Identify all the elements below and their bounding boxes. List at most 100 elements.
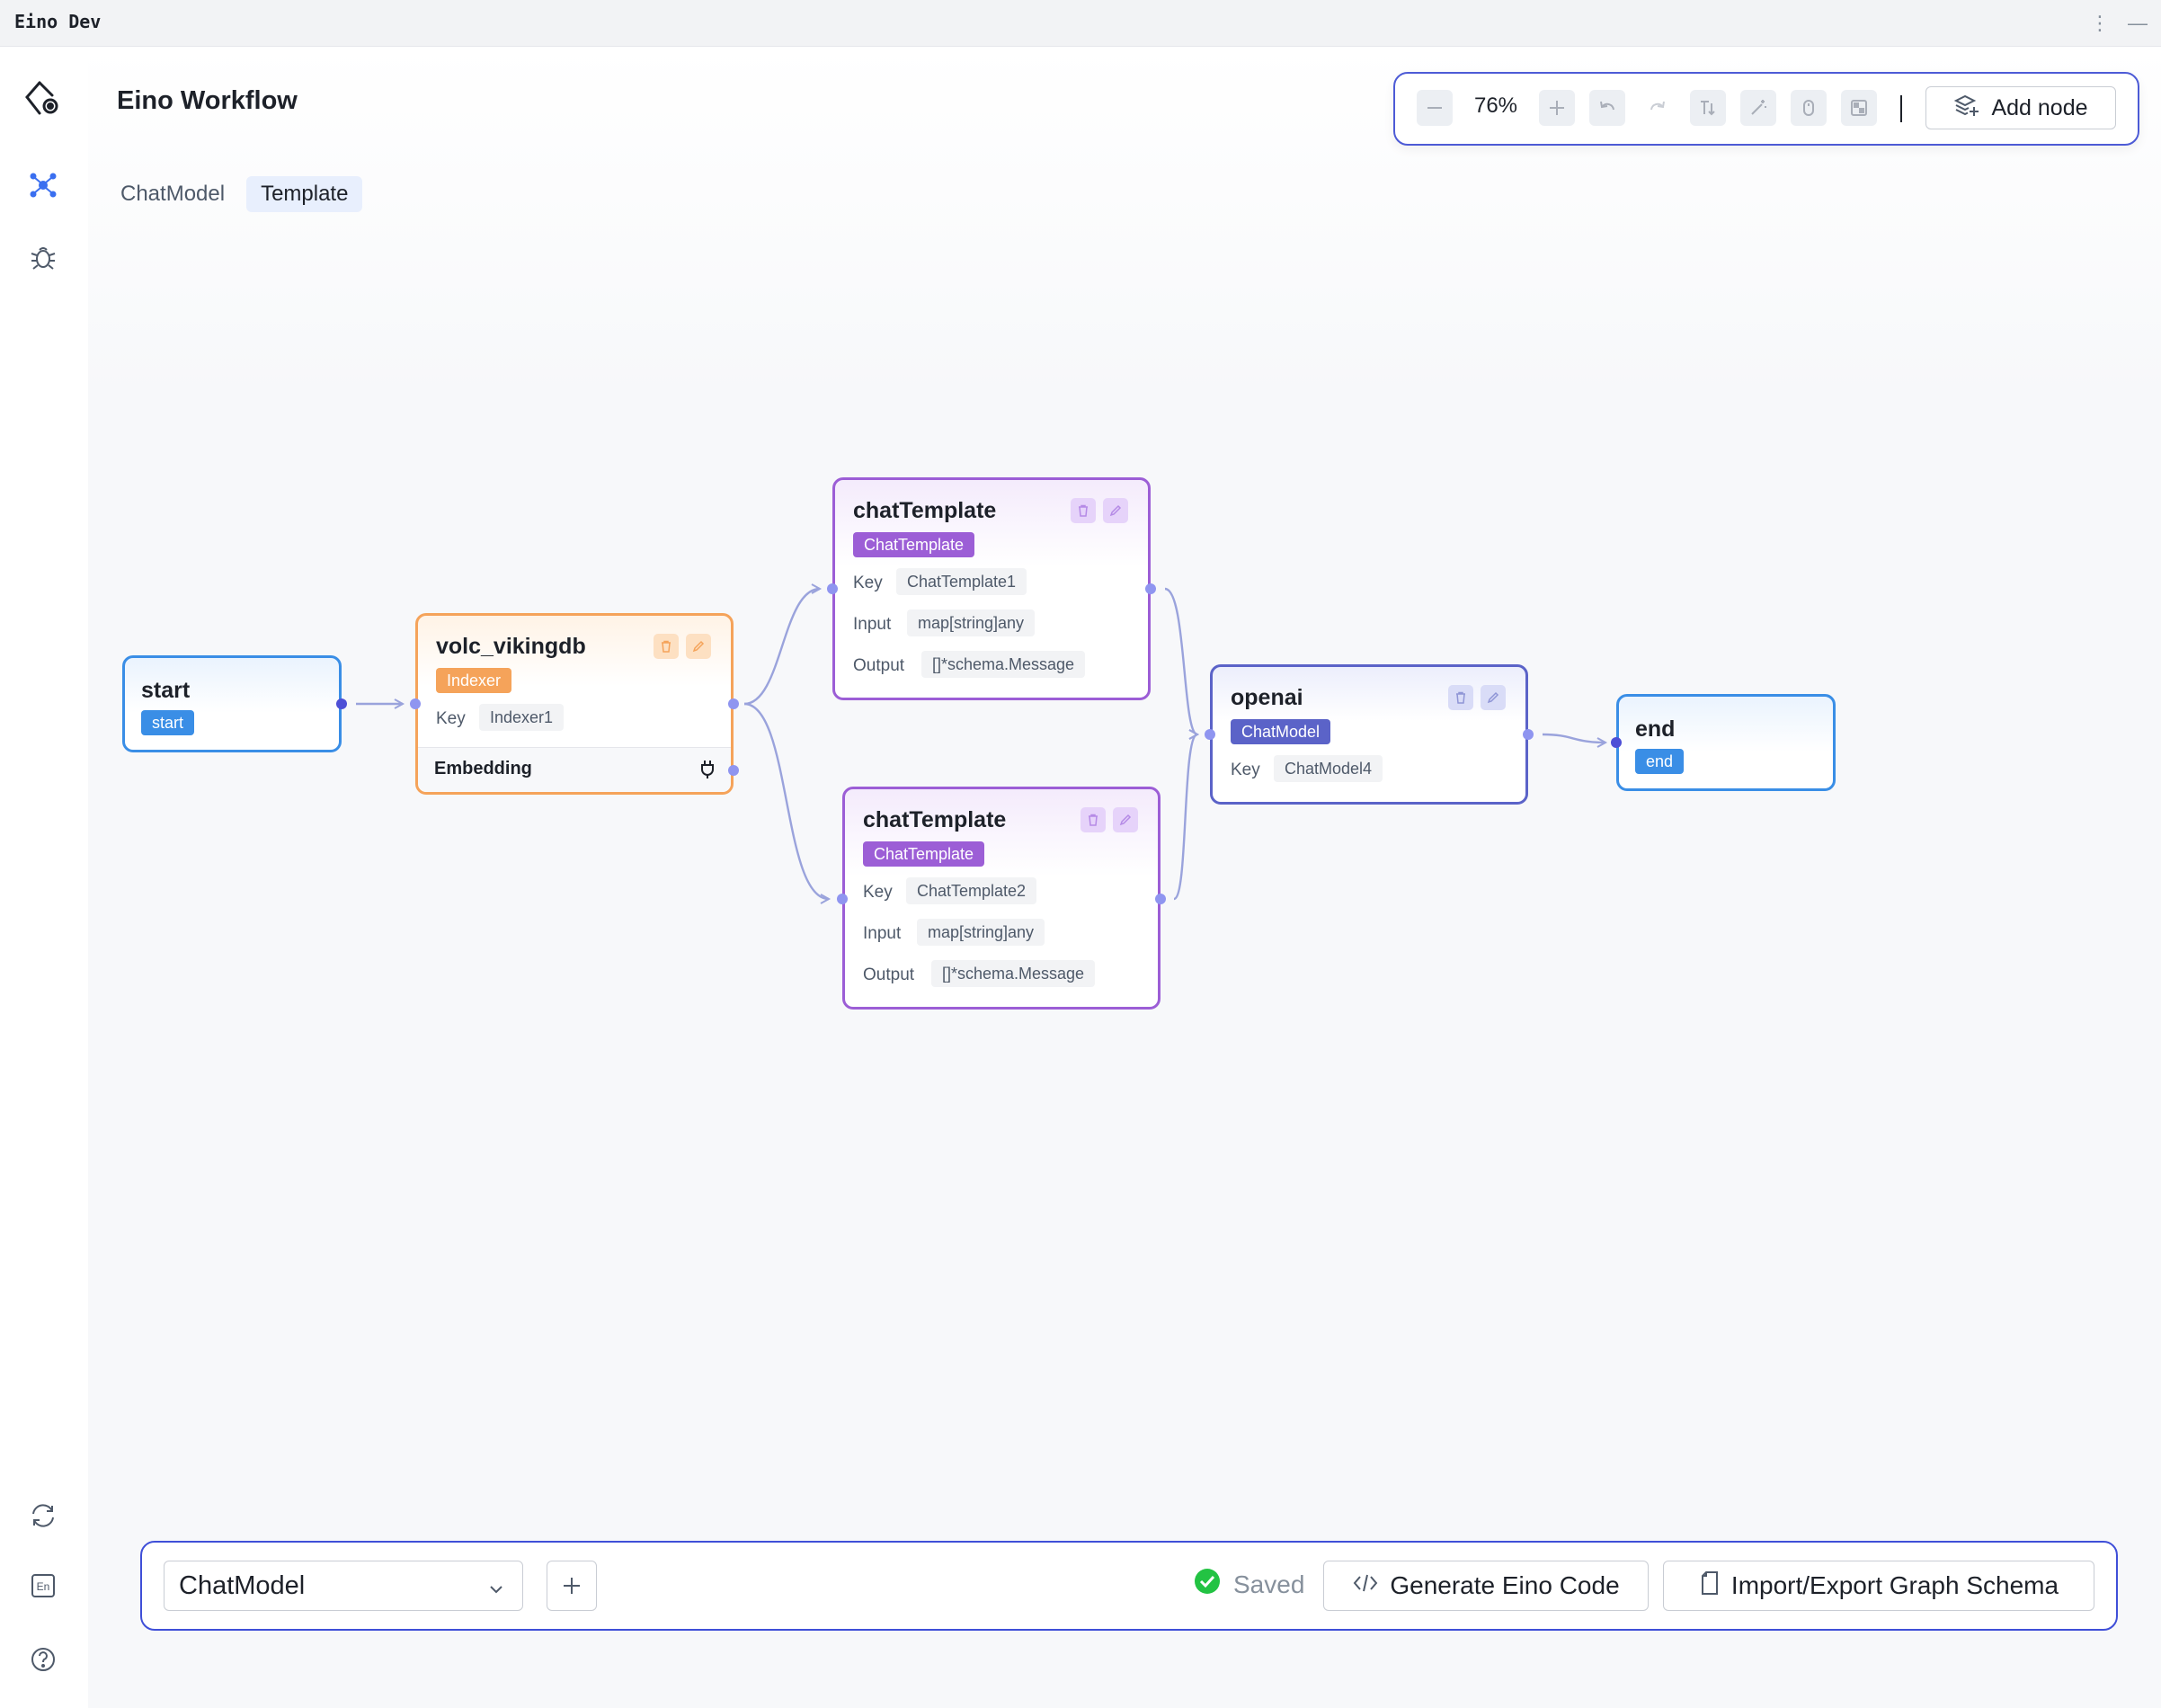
- node-title: end: [1635, 716, 1676, 742]
- input-label: Input: [853, 615, 892, 634]
- ct1-output-port[interactable]: [1145, 583, 1156, 594]
- delete-icon[interactable]: [1080, 807, 1106, 832]
- import-export-label: Import/Export Graph Schema: [1730, 1571, 2059, 1599]
- minimap-icon[interactable]: [1841, 90, 1877, 126]
- node-end[interactable]: end end: [1616, 694, 1836, 791]
- node-title: openai: [1231, 685, 1303, 710]
- svg-text:En: En: [37, 1580, 50, 1593]
- edit-icon[interactable]: [686, 634, 711, 659]
- ct2-input-port[interactable]: [837, 894, 848, 904]
- layers-plus-icon: [1953, 92, 1980, 125]
- workflow-graph-icon[interactable]: [22, 164, 65, 207]
- tab-template[interactable]: Template: [246, 176, 363, 212]
- minimize-icon[interactable]: —: [2128, 12, 2148, 34]
- volc-input-port[interactable]: [410, 698, 421, 709]
- openai-input-port[interactable]: [1205, 729, 1215, 740]
- import-export-button[interactable]: Import/Export Graph Schema: [1663, 1561, 2094, 1611]
- language-en-icon[interactable]: En: [22, 1564, 65, 1607]
- key-value: ChatTemplate1: [896, 568, 1027, 595]
- page-title: Eino Workflow: [117, 86, 298, 115]
- start-output-port[interactable]: [336, 698, 347, 709]
- chevron-down-icon: [486, 1577, 506, 1606]
- key-value: Indexer1: [479, 704, 565, 731]
- node-start[interactable]: start start: [122, 655, 342, 752]
- toolbar-divider: [1900, 95, 1902, 122]
- ct1-input-port[interactable]: [827, 583, 838, 594]
- node-type-badge: Indexer: [436, 668, 512, 693]
- embedding-label: Embedding: [434, 759, 532, 778]
- graph-select[interactable]: ChatModel: [164, 1561, 523, 1611]
- zoom-out-button[interactable]: [1417, 90, 1453, 126]
- sync-icon[interactable]: [22, 1494, 65, 1537]
- check-circle-icon: [1194, 1568, 1221, 1601]
- node-chat-template-2[interactable]: chatTemplate ChatTemplate Key ChatTempla…: [842, 787, 1161, 1010]
- node-type-badge: ChatTemplate: [853, 532, 975, 557]
- graph-select-value: ChatModel: [179, 1570, 306, 1600]
- eino-logo-icon: [22, 77, 65, 120]
- key-label: Key: [1231, 761, 1260, 779]
- volc-output-port[interactable]: [728, 698, 739, 709]
- left-sidebar: En: [0, 47, 88, 1708]
- add-graph-button[interactable]: [547, 1561, 597, 1611]
- debug-bug-icon[interactable]: [22, 236, 65, 279]
- generate-code-button[interactable]: Generate Eino Code: [1323, 1561, 1649, 1611]
- end-input-port[interactable]: [1611, 737, 1622, 748]
- tab-chatmodel[interactable]: ChatModel: [120, 182, 226, 206]
- openai-output-port[interactable]: [1523, 729, 1534, 740]
- add-node-button[interactable]: Add node: [1925, 86, 2116, 129]
- mouse-mode-icon[interactable]: [1791, 90, 1827, 126]
- embedding-slot[interactable]: Embedding: [418, 747, 731, 792]
- input-type: map[string]any: [917, 919, 1045, 946]
- output-label: Output: [853, 656, 905, 675]
- more-menu-icon[interactable]: ⋮: [2090, 12, 2110, 34]
- edit-icon[interactable]: [1113, 807, 1138, 832]
- undo-button[interactable]: [1589, 90, 1625, 126]
- save-status-label: Saved: [1233, 1570, 1305, 1598]
- output-label: Output: [863, 965, 915, 984]
- node-title: chatTemplate: [863, 807, 1007, 832]
- delete-icon[interactable]: [654, 634, 679, 659]
- generate-code-label: Generate Eino Code: [1390, 1571, 1620, 1599]
- auto-layout-wand-icon[interactable]: [1740, 90, 1776, 126]
- input-label: Input: [863, 924, 902, 943]
- node-volc-vikingdb[interactable]: volc_vikingdb Indexer Key Indexer1 Embed…: [415, 613, 734, 795]
- input-type: map[string]any: [907, 609, 1036, 636]
- save-status: Saved: [1194, 1568, 1304, 1601]
- output-type: []*schema.Message: [931, 960, 1096, 987]
- node-chat-template-1[interactable]: chatTemplate ChatTemplate Key ChatTempla…: [832, 477, 1151, 700]
- node-title: start: [141, 678, 191, 703]
- node-title: chatTemplate: [853, 498, 997, 523]
- zoom-level: 76%: [1473, 93, 1518, 118]
- delete-icon[interactable]: [1071, 498, 1096, 523]
- node-type-badge: ChatTemplate: [863, 841, 985, 867]
- bottom-action-bar: ChatModel Saved Generate Eino Code Impor…: [140, 1541, 2118, 1631]
- edit-icon[interactable]: [1481, 685, 1506, 710]
- volc-embedding-port[interactable]: [728, 765, 739, 776]
- file-icon: [1699, 1570, 1721, 1602]
- node-title: volc_vikingdb: [436, 634, 586, 659]
- zoom-in-button[interactable]: [1539, 90, 1575, 126]
- node-openai[interactable]: openai ChatModel Key ChatModel4: [1210, 664, 1528, 805]
- graph-tabs: ChatModel Template: [106, 176, 363, 212]
- key-value: ChatModel4: [1274, 755, 1383, 782]
- redo-button[interactable]: [1640, 90, 1676, 126]
- edit-icon[interactable]: [1103, 498, 1128, 523]
- code-icon: [1352, 1571, 1379, 1601]
- plug-icon[interactable]: [698, 759, 716, 785]
- key-label: Key: [863, 883, 893, 902]
- help-icon[interactable]: [22, 1638, 65, 1681]
- key-label: Key: [436, 709, 466, 728]
- node-type-badge: end: [1635, 749, 1685, 774]
- layout-vertical-icon[interactable]: [1690, 90, 1726, 126]
- node-type-badge: ChatModel: [1231, 719, 1331, 744]
- title-bar: Eino Dev ⋮ —: [0, 0, 2161, 47]
- canvas-toolbar: 76% Add node: [1393, 72, 2139, 146]
- node-type-badge: start: [141, 710, 195, 735]
- ct2-output-port[interactable]: [1155, 894, 1166, 904]
- key-value: ChatTemplate2: [906, 877, 1037, 904]
- window-title: Eino Dev: [14, 11, 102, 32]
- add-node-label: Add node: [1991, 94, 2088, 120]
- output-type: []*schema.Message: [921, 651, 1086, 678]
- delete-icon[interactable]: [1448, 685, 1473, 710]
- key-label: Key: [853, 574, 883, 592]
